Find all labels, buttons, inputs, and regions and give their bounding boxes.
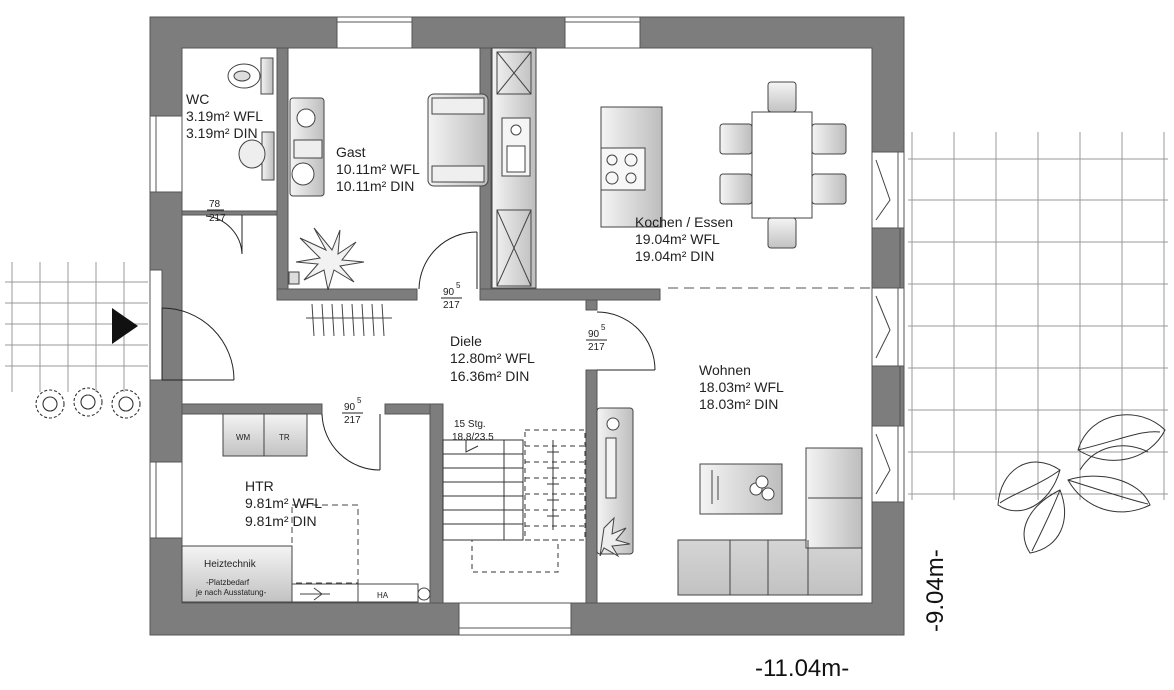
living-fixtures: [596, 407, 863, 596]
washing-machine-label: WM: [236, 433, 251, 442]
room-wc-wfl: 3.19m² WFL: [186, 108, 263, 124]
room-diele-label: Diele 12.80m² WFL 16.36m² DIN: [450, 333, 535, 384]
door-gast-superscript: 5: [456, 281, 461, 290]
room-htr-din: 9.81m² DIN: [245, 513, 317, 529]
room-wc-label: WC 3.19m² WFL 3.19m² DIN: [186, 91, 263, 141]
wardrobe: [306, 303, 392, 337]
door-gast-width: 90: [443, 287, 455, 298]
plant-icon: [295, 227, 365, 291]
cooktop-icon: [600, 147, 646, 191]
stairs-size-label: 18.8/23.5: [452, 432, 494, 443]
kitchen-fixtures: [491, 47, 847, 289]
gast-fixtures: [288, 93, 489, 285]
ausstattung-label: je nach Ausstatung-: [195, 588, 267, 597]
washbasin-icon: [238, 139, 266, 169]
overall-height-dimension: -9.04m-: [922, 549, 949, 632]
door-gast-dimension: 90 5 217: [441, 281, 462, 311]
door-htr-superscript: 5: [357, 396, 362, 405]
room-wohnen-din: 18.03m² DIN: [699, 396, 778, 412]
wc-fixtures: [227, 57, 275, 181]
staircase: [442, 429, 586, 573]
room-diele-wfl: 12.80m² WFL: [450, 350, 535, 366]
door-htr-width: 90: [344, 402, 356, 413]
room-kochen-label: Kochen / Essen 19.04m² WFL 19.04m² DIN: [635, 214, 733, 264]
left-terrace-grid: [5, 262, 148, 392]
door-gast-height: 217: [443, 300, 460, 311]
room-diele-name: Diele: [450, 333, 482, 349]
right-terrace-grid: [908, 132, 1168, 500]
room-wohnen-name: Wohnen: [699, 362, 751, 378]
window-sashes: [875, 159, 891, 495]
platzbedarf-label: -Platzbedarf: [206, 578, 250, 587]
overall-width-dimension: -11.04m-: [755, 655, 849, 682]
room-htr-name: HTR: [245, 478, 274, 494]
room-wc-name: WC: [186, 91, 209, 107]
garden-plant-icon: [997, 414, 1166, 554]
stairs-steps-label: 15 Stg.: [454, 419, 486, 430]
htr-fixtures: [181, 413, 431, 603]
room-htr-wfl: 9.81m² WFL: [245, 495, 322, 511]
door-htr-height: 217: [344, 415, 361, 426]
dryer-label: TR: [279, 433, 290, 442]
doors: [161, 215, 656, 471]
room-wohnen-label: Wohnen 18.03m² WFL 18.03m² DIN: [699, 362, 784, 412]
room-kochen-din: 19.04m² DIN: [635, 248, 714, 264]
room-kochen-wfl: 19.04m² WFL: [635, 231, 720, 247]
room-kochen-name: Kochen / Essen: [635, 214, 733, 230]
ha-label: HA: [377, 591, 389, 600]
door-wc-dimension: 78 217: [207, 199, 226, 224]
room-diele-din: 16.36m² DIN: [450, 368, 529, 384]
room-gast-name: Gast: [336, 144, 366, 160]
room-gast-wfl: 10.11m² WFL: [336, 161, 420, 177]
room-gast-din: 10.11m² DIN: [336, 178, 414, 194]
door-wc-width: 78: [209, 199, 221, 210]
entrance-arrow-icon: [112, 308, 138, 344]
door-diele-wohnen-height: 217: [588, 342, 605, 353]
room-htr-label: HTR 9.81m² WFL 9.81m² DIN: [245, 478, 322, 529]
room-gast-label: Gast 10.11m² WFL 10.11m² DIN: [336, 144, 420, 194]
heiztechnik-label: Heiztechnik: [204, 559, 257, 570]
door-wc-height: 217: [209, 213, 226, 224]
room-wohnen-wfl: 18.03m² WFL: [699, 379, 784, 395]
door-diele-wohnen-width: 90: [588, 329, 600, 340]
door-diele-wohnen-superscript: 5: [601, 323, 606, 332]
room-wc-din: 3.19m² DIN: [186, 125, 258, 141]
door-htr-dimension: 90 5 217: [342, 396, 363, 426]
door-diele-wohnen-dimension: 90 5 217: [586, 323, 607, 353]
shrubs-left: [35, 387, 141, 419]
